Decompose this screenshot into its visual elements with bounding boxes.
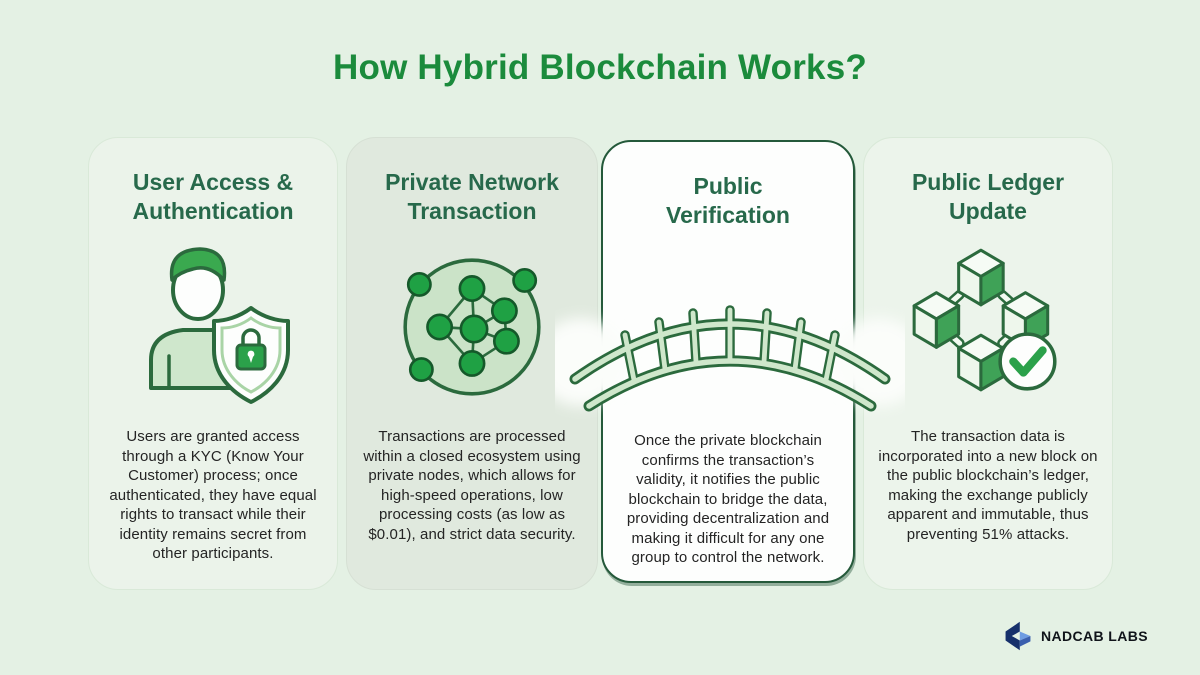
card-body: Users are granted access through a KYC (… — [109, 428, 317, 562]
card-heading: User Access & Authentication — [97, 168, 329, 227]
nadcab-logo-icon — [1002, 619, 1034, 653]
card-body: Once the private blockchain confirms the… — [626, 432, 830, 566]
card-user-access: User Access & Authentication — [88, 137, 338, 590]
card-heading-line2: Transaction — [407, 198, 537, 225]
card-heading-line1: Public Ledger — [911, 169, 1065, 195]
card-heading-line1: Public — [693, 173, 763, 199]
user-shield-icon — [89, 238, 337, 410]
private-network-icon — [347, 246, 597, 408]
bridge-icon — [535, 254, 925, 424]
card-heading-line2: Update — [949, 198, 1027, 225]
card-body: Transactions are processed within a clos… — [363, 428, 581, 543]
brand-name: NADCAB LABS — [1040, 628, 1148, 644]
card-heading-line2: Verification — [666, 202, 790, 229]
card-body: The transaction data is incorporated int… — [878, 428, 1098, 543]
page-title: How Hybrid Blockchain Works? — [333, 48, 867, 87]
card-heading-line1: User Access & — [132, 169, 294, 195]
brand-logo: NADCAB LABS — [1002, 619, 1148, 653]
card-heading: Private Network Transaction — [355, 168, 589, 227]
card-public-verification: Public Verification — [535, 140, 925, 583]
card-heading: Public Verification — [611, 172, 845, 231]
card-heading: Public Ledger Update — [872, 168, 1104, 227]
cubes-check-icon — [864, 236, 1112, 404]
card-heading-line1: Private Network — [385, 169, 559, 195]
card-heading-line2: Authentication — [132, 198, 294, 225]
